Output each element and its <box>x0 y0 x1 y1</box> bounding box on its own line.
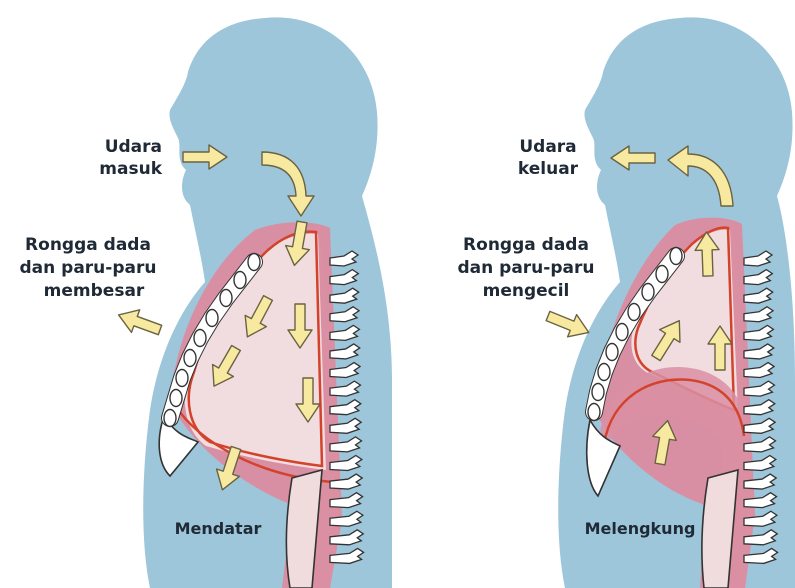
rib-segment <box>588 404 600 421</box>
rib-segment <box>670 248 682 265</box>
rib-segment <box>642 284 654 301</box>
cavity-label-1-left: Rongga dada <box>25 235 151 255</box>
rib-segment <box>184 350 196 367</box>
rib-segment <box>248 254 260 271</box>
rib-segment <box>606 344 618 361</box>
air-out-label-2: keluar <box>518 159 579 179</box>
air-out-label-1: Udara <box>519 137 576 157</box>
panel-exhale <box>558 17 795 588</box>
cavity-label-3-right: mengecil <box>483 281 570 301</box>
rib-segment <box>206 310 218 327</box>
air-in-label-1: Udara <box>105 137 162 157</box>
air-in-label-2: masuk <box>99 159 162 179</box>
rib-segment <box>656 266 668 283</box>
diaphragm-label-right: Melengkung <box>585 519 696 538</box>
cavity-label-1-right: Rongga dada <box>463 235 589 255</box>
rib-segment <box>194 330 206 347</box>
arrow-chest-expand-icon <box>115 304 165 342</box>
rib-segment <box>628 304 640 321</box>
rib-segment <box>164 410 176 427</box>
cavity-label-2-left: dan paru-paru <box>20 258 157 278</box>
cavity-label-2-right: dan paru-paru <box>458 258 595 278</box>
rib-segment <box>176 370 188 387</box>
rib-segment <box>592 384 604 401</box>
rib-segment <box>220 290 232 307</box>
diaphragm-label-left: Mendatar <box>175 519 262 538</box>
rib-segment <box>170 390 182 407</box>
cavity-label-3-left: membesar <box>44 281 145 301</box>
rib-segment <box>598 364 610 381</box>
rib-segment <box>616 324 628 341</box>
rib-segment <box>234 272 246 289</box>
